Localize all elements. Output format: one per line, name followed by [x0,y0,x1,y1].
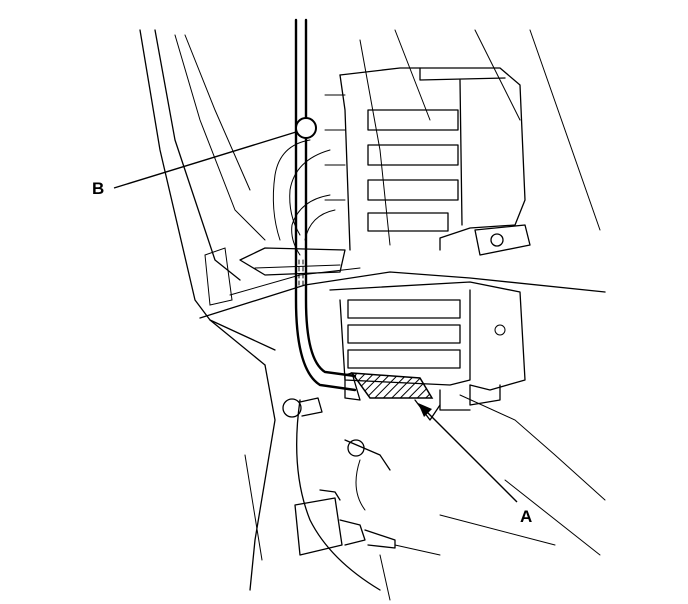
callout-b-label: B [92,179,104,198]
right-panel-lines [359,29,606,556]
body-panel-outline [139,29,381,591]
callout-b: B [92,117,317,198]
bottom-connector-block [294,489,441,601]
lower-control-unit [329,281,526,411]
callout-a: A [418,403,532,526]
callout-a-label: A [520,507,532,526]
arrow-head-icon [418,403,432,417]
upper-control-box [324,67,531,256]
cross-member-line [199,267,606,319]
connector-a [344,372,441,421]
wire-harness [294,18,357,392]
grommet-connector [282,397,391,511]
branch-wires [239,139,346,276]
